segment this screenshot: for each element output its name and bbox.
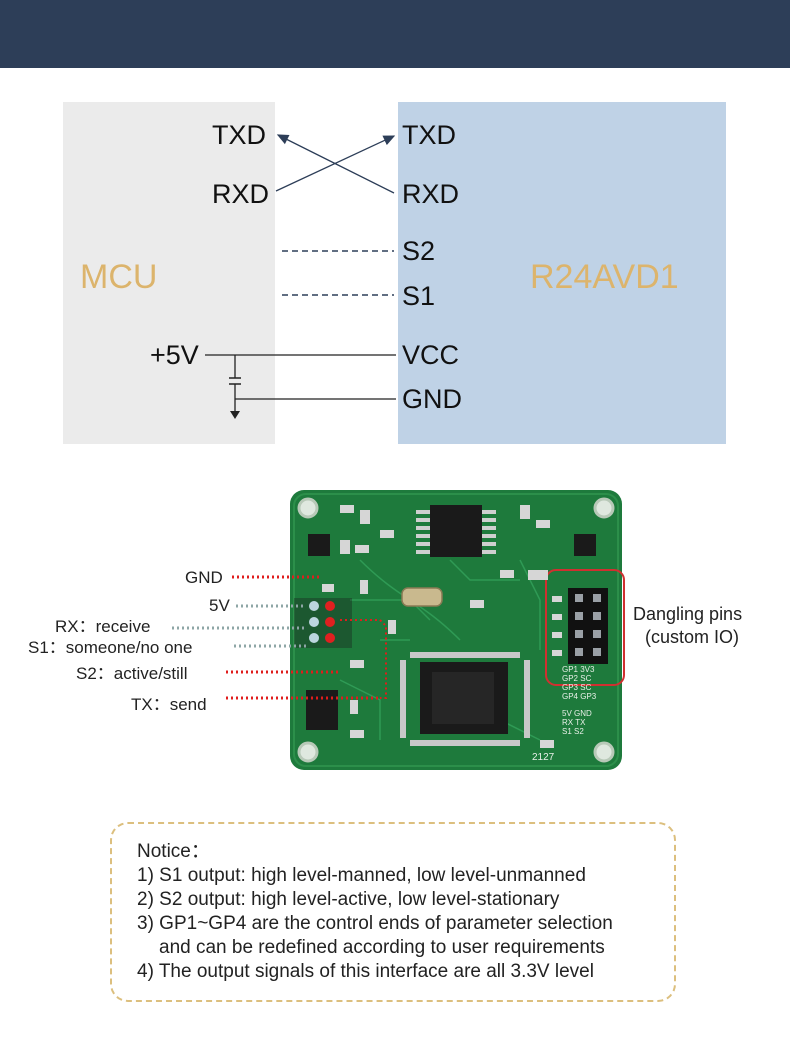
dangling-pins-sub: (custom IO) [645, 627, 740, 647]
silk-gp-row: GP2 SC [562, 674, 592, 683]
wiring-lines [205, 134, 396, 419]
silk-code: 2127 [532, 752, 555, 763]
pin-5v-label: 5V [209, 596, 230, 615]
silk-gp-row: GP1 3V3 [562, 665, 595, 674]
notice-item: 4) The output signals of this interface … [137, 961, 594, 982]
module-txd-label: TXD [402, 120, 456, 150]
silk-gp-row: GP3 SC [562, 683, 592, 692]
pin-rx-label: RX：receive [55, 617, 151, 636]
rxd-to-txd-wire-2 [276, 134, 395, 194]
dangling-callout [545, 569, 625, 686]
module-label: R24AVD1 [530, 258, 679, 296]
silk-bottom-row: S1 S2 [562, 727, 584, 736]
notice-box [110, 822, 676, 1002]
mcu-power-label: +5V [150, 340, 199, 370]
mount-hole-icon [593, 497, 615, 519]
pin-gnd-label: GND [185, 568, 223, 587]
mcu-rxd-label: RXD [212, 179, 270, 209]
crystal [401, 587, 443, 607]
notice-title: Notice： [137, 841, 210, 862]
mcu-txd-label: TXD [212, 120, 266, 150]
silk-gp-row: GP4 GP3 [562, 692, 597, 701]
regulator-chip [308, 534, 330, 556]
silk-bottom-row: RX TX [562, 718, 586, 727]
mount-hole-icon [593, 741, 615, 763]
notice-item: 2) S2 output: high level-active, low lev… [137, 889, 560, 910]
pin-s2-label: S2：active/still [76, 664, 188, 683]
pin-tx-label: TX：send [131, 695, 207, 714]
dangling-pins-label: Dangling pins [633, 604, 743, 624]
module-vcc-label: VCC [402, 340, 460, 370]
module-s2-label: S2 [402, 236, 436, 266]
module-rxd-label: RXD [402, 179, 460, 209]
pcb-board [290, 490, 622, 770]
module-s1-label: S1 [402, 281, 436, 311]
header-bar [0, 0, 790, 68]
notice-item: 3) GP1~GP4 are the control ends of param… [137, 913, 613, 934]
ground-arrow-icon [230, 411, 240, 419]
module-block [398, 102, 726, 444]
notice-item: and can be redefined according to user r… [159, 937, 605, 958]
mount-hole-icon [297, 497, 319, 519]
mount-hole-icon [297, 741, 319, 763]
eeprom-chip [306, 690, 338, 730]
module-board-illustration: GP1 3V3 GP2 SC GP3 SC GP4 GP3 5V GND RX … [172, 490, 625, 770]
pin-s1-label: S1：someone/no one [28, 638, 193, 657]
silk-bottom-row: 5V GND [562, 709, 592, 718]
mcu-label: MCU [80, 258, 158, 296]
notice-item: 1) S1 output: high level-manned, low lev… [137, 865, 586, 886]
regulator-chip [574, 534, 596, 556]
dangling-header [568, 588, 608, 664]
mcu-block [63, 102, 275, 444]
top-chip [430, 505, 482, 557]
module-gnd-label: GND [402, 384, 462, 414]
